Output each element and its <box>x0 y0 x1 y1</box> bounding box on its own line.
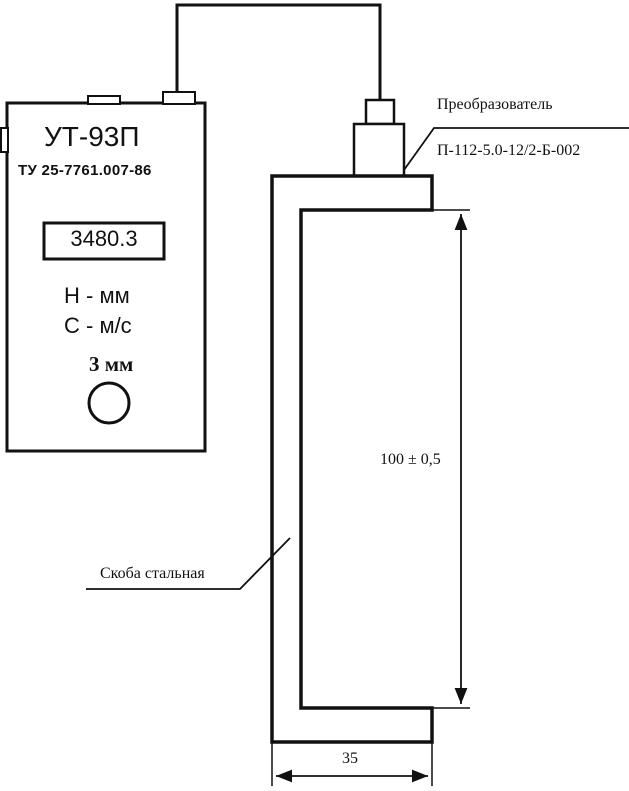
device-top-connector-left <box>87 95 121 105</box>
device-spec-label: ТУ 25-7761.007-86 <box>18 162 152 179</box>
calibration-sample-label: 3 мм <box>89 352 134 376</box>
width-dimension-label: 35 <box>342 750 358 767</box>
thickness-gauge-device <box>0 91 207 453</box>
transducer-connector <box>364 98 396 126</box>
display-screen <box>42 221 166 261</box>
transducer-code-label: П-112-5.0-12/2-Б-002 <box>437 142 581 159</box>
mode-thickness-label: Н - мм <box>64 283 130 308</box>
transducer-title-label: Преобразователь <box>437 96 553 113</box>
device-side-connector <box>0 127 9 153</box>
transducer-probe <box>352 98 406 178</box>
bracket-label: Скоба стальная <box>100 565 205 582</box>
calibration-sample-circle <box>87 381 131 425</box>
display-value: 3480.3 <box>70 226 138 251</box>
device-model-label: УТ-93П <box>44 121 140 152</box>
width-dimension <box>271 742 433 786</box>
height-dimension-label: 100 ± 0,5 <box>380 451 441 468</box>
steel-bracket <box>270 174 434 744</box>
transducer-body <box>352 122 406 178</box>
transducer-leader-line <box>403 127 629 171</box>
height-dimension <box>432 209 470 709</box>
connecting-cable <box>175 3 382 100</box>
device-top-connector-right <box>162 91 196 105</box>
mode-velocity-label: С - м/с <box>64 313 132 338</box>
bracket-leader-line <box>86 537 291 590</box>
